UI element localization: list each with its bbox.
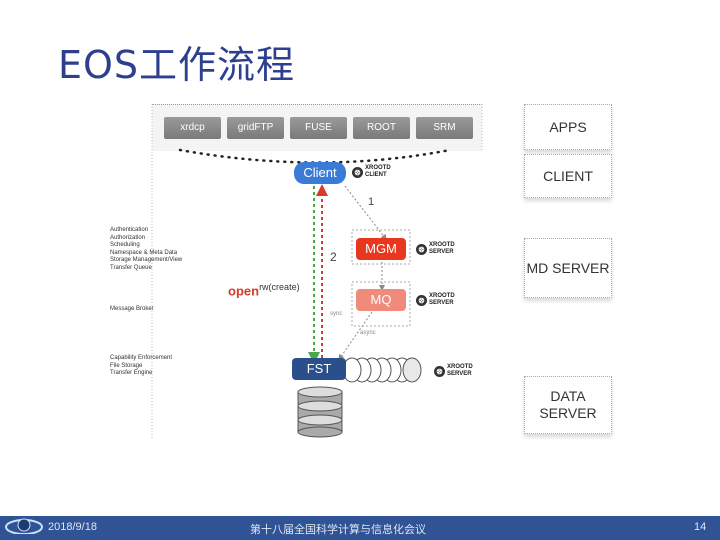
async-label: async (360, 330, 376, 336)
client-node: Client (294, 162, 346, 184)
step-1-label: 1 (368, 196, 375, 208)
arrow-client-mgm (344, 185, 387, 241)
xrootd-logo-icon: ⊗ (416, 243, 427, 255)
footer-bar: 2018/9/18 第十八届全国科学计算与信息化会议 14 (0, 516, 720, 540)
xrootd-logo-icon: ⊗ (352, 166, 363, 178)
xrootd-logo-icon: ⊗ (416, 294, 427, 306)
layer-md-server: MD SERVER (524, 238, 612, 298)
app-fuse: FUSE (290, 117, 347, 139)
fst-functions: Capability Enforcement File Storage Tran… (110, 355, 173, 377)
app-gridftp: gridFTP (227, 117, 284, 139)
layer-client: CLIENT (524, 154, 612, 198)
apps-strip: xrdcp gridFTP FUSE ROOT SRM (152, 104, 482, 151)
layer-data-server: DATA SERVER (524, 376, 612, 434)
step-2-label: 2 (330, 250, 337, 264)
fst-disk-stack (342, 357, 422, 383)
app-srm: SRM (416, 117, 473, 139)
xrootd-logo-icon: ⊗ (434, 365, 445, 377)
footer-date: 2018/9/18 (48, 521, 97, 533)
footer-conference: 第十八届全国科学计算与信息化会议 (250, 524, 426, 536)
app-root: ROOT (353, 117, 410, 139)
app-xrdcp: xrdcp (164, 117, 221, 139)
layer-apps: APPS (524, 104, 612, 150)
mgm-functions: Authentication Authorization Scheduling … (110, 227, 183, 271)
storage-cylinders-icon (297, 386, 343, 438)
sync-label: sync (330, 311, 343, 317)
mq-functions: Message Broker (110, 306, 154, 312)
footer-page-number: 14 (694, 521, 707, 533)
mgm-node: MGM (356, 238, 406, 260)
fst-node: FST (292, 358, 346, 380)
open-label: openrw(create) (228, 282, 300, 299)
mq-node: MQ (356, 289, 406, 311)
apps-to-client-dots (178, 148, 452, 164)
conference-logo-icon (5, 518, 43, 534)
slide-title: EOS工作流程 (58, 43, 296, 87)
